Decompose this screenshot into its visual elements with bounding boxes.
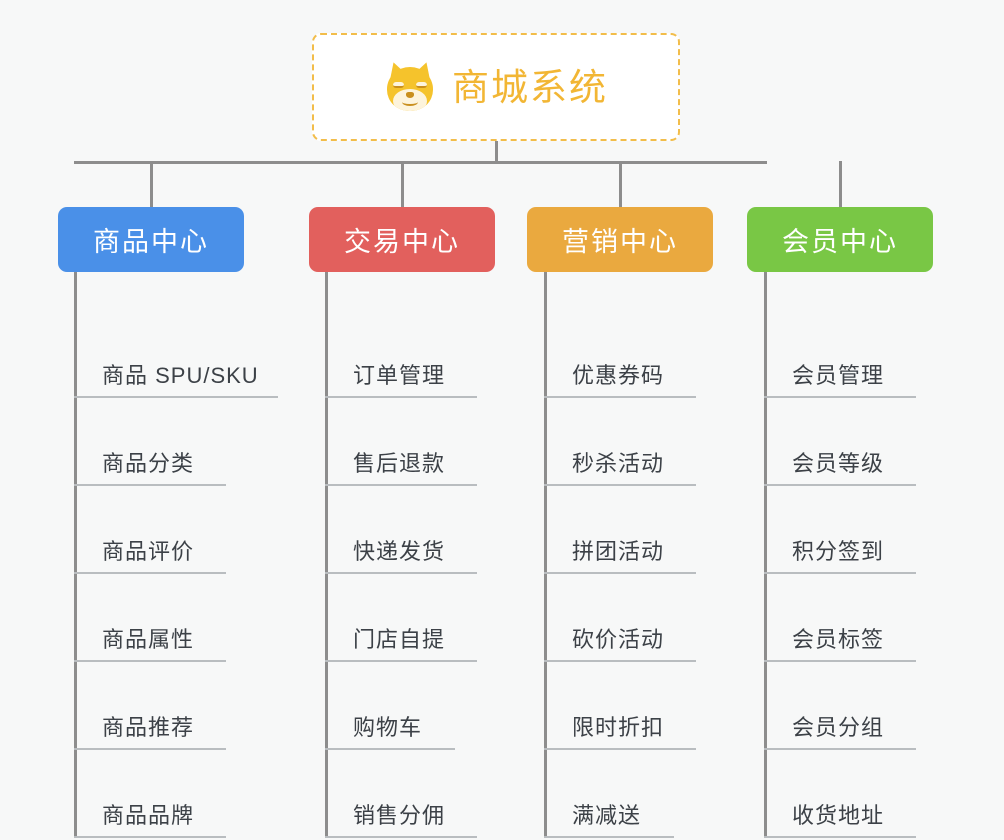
leaf-item-label: 会员分组 [792, 715, 885, 740]
leaf-item-underline [325, 836, 477, 838]
category-drop-line-1 [150, 161, 153, 207]
leaf-spine-line [764, 272, 767, 838]
leaf-item[interactable]: 积分签到 [764, 486, 916, 574]
leaf-item-label: 满减送 [572, 803, 642, 828]
leaf-item-underline [764, 484, 916, 486]
leaf-item-label: 会员等级 [792, 451, 885, 476]
leaf-item-underline [325, 660, 477, 662]
shiba-inu-face-icon [384, 59, 436, 113]
leaf-item-label: 秒杀活动 [572, 451, 665, 476]
root-trunk-line [495, 141, 498, 164]
horizontal-bus-line [74, 161, 767, 164]
leaf-item-label: 商品推荐 [102, 715, 195, 740]
category-header-3[interactable]: 营销中心 [527, 207, 713, 272]
leaf-item[interactable]: 快递发货 [325, 486, 477, 574]
leaf-item-label: 商品分类 [102, 451, 195, 476]
category-drop-line-2 [401, 161, 404, 207]
leaf-item-underline [764, 748, 916, 750]
leaf-item[interactable]: 销售分佣 [325, 750, 477, 838]
leaf-spine-line [544, 272, 547, 838]
leaf-item-label: 优惠券码 [572, 363, 665, 388]
leaf-item-underline [74, 660, 226, 662]
leaf-item[interactable]: 限时折扣 [544, 662, 696, 750]
category-label: 商品中心 [93, 227, 209, 257]
leaf-item-underline [325, 484, 477, 486]
leaf-item-underline [764, 572, 916, 574]
leaf-item-label: 拼团活动 [572, 539, 665, 564]
root-title: 商城系统 [452, 66, 608, 108]
leaf-item-label: 收货地址 [792, 803, 885, 828]
leaf-item-underline [544, 836, 674, 838]
leaf-item-underline [325, 748, 455, 750]
leaf-item[interactable]: 拼团活动 [544, 486, 696, 574]
leaf-item-underline [764, 836, 916, 838]
leaf-spine-line [74, 272, 77, 838]
category-label: 营销中心 [562, 227, 678, 257]
leaf-item[interactable]: 优惠券码 [544, 310, 696, 398]
leaf-item-underline [544, 572, 696, 574]
leaf-item-label: 购物车 [353, 715, 423, 740]
leaf-spine-line [325, 272, 328, 838]
leaf-item[interactable]: 会员管理 [764, 310, 916, 398]
leaf-item-underline [325, 396, 477, 398]
leaf-item-underline [544, 660, 696, 662]
leaf-item[interactable]: 订单管理 [325, 310, 477, 398]
root-node[interactable]: 商城系统 [312, 33, 680, 141]
leaf-item-underline [764, 396, 916, 398]
leaf-item[interactable]: 收货地址 [764, 750, 916, 838]
leaf-item-label: 售后退款 [353, 451, 446, 476]
leaf-item-label: 商品品牌 [102, 803, 195, 828]
category-label: 交易中心 [344, 227, 460, 257]
category-header-2[interactable]: 交易中心 [309, 207, 495, 272]
leaf-item[interactable]: 会员等级 [764, 398, 916, 486]
leaf-item-underline [544, 748, 696, 750]
leaf-item-label: 销售分佣 [353, 803, 446, 828]
leaf-item[interactable]: 门店自提 [325, 574, 477, 662]
category-label: 会员中心 [782, 227, 898, 257]
leaf-item-label: 快递发货 [353, 539, 446, 564]
leaf-item-label: 门店自提 [353, 627, 446, 652]
leaf-item[interactable]: 会员标签 [764, 574, 916, 662]
category-drop-line-4 [839, 161, 842, 207]
leaf-item-underline [74, 748, 226, 750]
leaf-item-underline [74, 836, 226, 838]
leaf-item[interactable]: 商品推荐 [74, 662, 226, 750]
category-header-4[interactable]: 会员中心 [747, 207, 933, 272]
leaf-item-underline [74, 484, 226, 486]
leaf-item[interactable]: 秒杀活动 [544, 398, 696, 486]
leaf-item[interactable]: 会员分组 [764, 662, 916, 750]
leaf-item[interactable]: 满减送 [544, 750, 674, 838]
leaf-item-underline [325, 572, 477, 574]
leaf-item[interactable]: 商品分类 [74, 398, 226, 486]
leaf-item-label: 积分签到 [792, 539, 885, 564]
leaf-item[interactable]: 商品属性 [74, 574, 226, 662]
leaf-item-label: 商品评价 [102, 539, 195, 564]
leaf-item[interactable]: 商品 SPU/SKU [74, 310, 278, 398]
leaf-item[interactable]: 购物车 [325, 662, 455, 750]
leaf-item-label: 订单管理 [353, 363, 446, 388]
leaf-item[interactable]: 商品评价 [74, 486, 226, 574]
leaf-item-label: 会员管理 [792, 363, 885, 388]
leaf-item-underline [74, 572, 226, 574]
leaf-item-underline [764, 660, 916, 662]
leaf-item-underline [544, 484, 696, 486]
leaf-item[interactable]: 砍价活动 [544, 574, 696, 662]
leaf-item-label: 会员标签 [792, 627, 885, 652]
category-header-1[interactable]: 商品中心 [58, 207, 244, 272]
leaf-item-underline [544, 396, 696, 398]
leaf-item-label: 砍价活动 [572, 627, 665, 652]
leaf-item[interactable]: 商品品牌 [74, 750, 226, 838]
leaf-item-label: 商品 SPU/SKU [102, 363, 259, 388]
leaf-item-label: 限时折扣 [572, 715, 665, 740]
leaf-item-underline [74, 396, 278, 398]
leaf-item[interactable]: 售后退款 [325, 398, 477, 486]
category-drop-line-3 [619, 161, 622, 207]
leaf-item-label: 商品属性 [102, 627, 195, 652]
